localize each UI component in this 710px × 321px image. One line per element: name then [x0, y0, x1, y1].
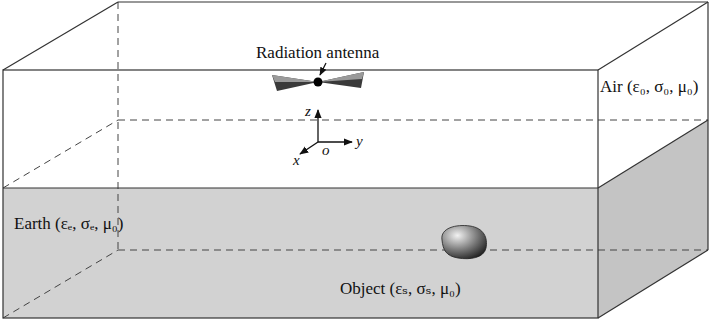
- hidden-edges: [3, 2, 708, 318]
- region-label: Earth (εₑ, σₑ, μ₀): [14, 215, 123, 234]
- earth-side-face: [598, 120, 708, 318]
- region-label: Air (ε₀, σ₀, μ₀): [600, 78, 698, 97]
- axis-label: z: [305, 103, 311, 120]
- buried-object: [442, 226, 487, 259]
- object-region: Object (εₛ, σₛ, μ₀): [335, 222, 535, 312]
- region-label: Object (εₛ, σₛ, μ₀): [340, 280, 461, 299]
- leader-arrow: [320, 63, 326, 75]
- air-layer: Air (ε₀, σ₀, μ₀): [3, 2, 708, 188]
- antenna-symbol: [272, 72, 364, 91]
- axis-label: x: [293, 152, 300, 169]
- axis-label: y: [356, 133, 363, 150]
- antenna-label: Radiation antenna: [256, 44, 379, 63]
- earth-layer: Earth (εₑ, σₑ, μ₀) Object (εₛ, σₛ, μ₀): [3, 120, 708, 318]
- origin-label: o: [322, 142, 330, 159]
- earth-front-face: [3, 188, 598, 318]
- box-edges: [3, 2, 708, 318]
